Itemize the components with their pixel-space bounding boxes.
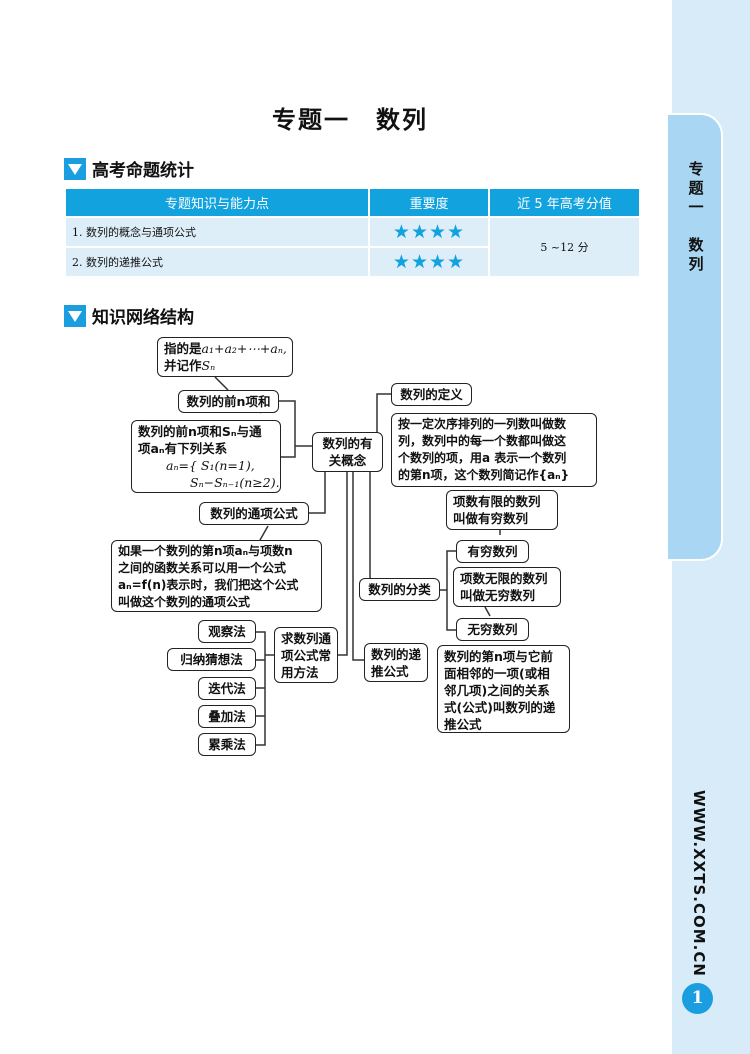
method-item: 观察法 [198,620,256,643]
table-row: 2. 数列的递推公式★★★★ [66,248,639,276]
general-term-box: 数列的通项公式 [199,502,309,525]
method-item: 累乘法 [198,733,256,756]
infinite-box: 无穷数列 [456,618,529,641]
method-item: 归纳猜想法 [167,648,256,671]
recursive-definition-box: 数列的第n项与它前面相邻的一项(或相邻几项)之间的关系式(公式)叫数列的递推公式 [437,645,570,733]
partial-sum-box: 数列的前n项和 [178,390,279,413]
definition-box: 数列的定义 [391,383,472,406]
finite-definition-box: 项数有限的数列叫做有穷数列 [446,490,558,530]
chapter-tab [668,113,723,561]
recursive-box: 数列的递推公式 [364,643,428,682]
classification-box: 数列的分类 [359,578,440,601]
page-number: 1 [682,983,713,1014]
stats-table: 专题知识与能力点重要度近 5 年高考分值 1. 数列的概念与通项公式★★★★5 … [64,187,641,278]
page-title: 专题一 数列 [272,106,428,134]
table-row: 1. 数列的概念与通项公式★★★★5 ~12 分 [66,218,639,276]
triangle-icon [64,157,86,180]
section-heading-map: 知识网络结构 [64,303,194,328]
sum-definition-box: 指的是a₁+a₂+⋯+aₙ,并记作Sₙ [157,337,293,377]
section-heading-stats: 高考命题统计 [64,156,194,181]
methods-title-box: 求数列通项公式常用方法 [274,627,338,683]
infinite-definition-box: 项数无限的数列叫做无穷数列 [453,567,561,607]
center-concept-box: 数列的有关概念 [312,432,383,472]
method-item: 迭代法 [198,677,256,700]
definition-text-box: 按一定次序排列的一列数叫做数列，数列中的每一个数都叫做这个数列的项，用a 表示一… [391,413,597,487]
triangle-icon [64,304,86,327]
chapter-tab-label: 专题一数列 [688,160,704,273]
method-item: 叠加法 [198,705,256,728]
finite-box: 有穷数列 [456,540,529,563]
